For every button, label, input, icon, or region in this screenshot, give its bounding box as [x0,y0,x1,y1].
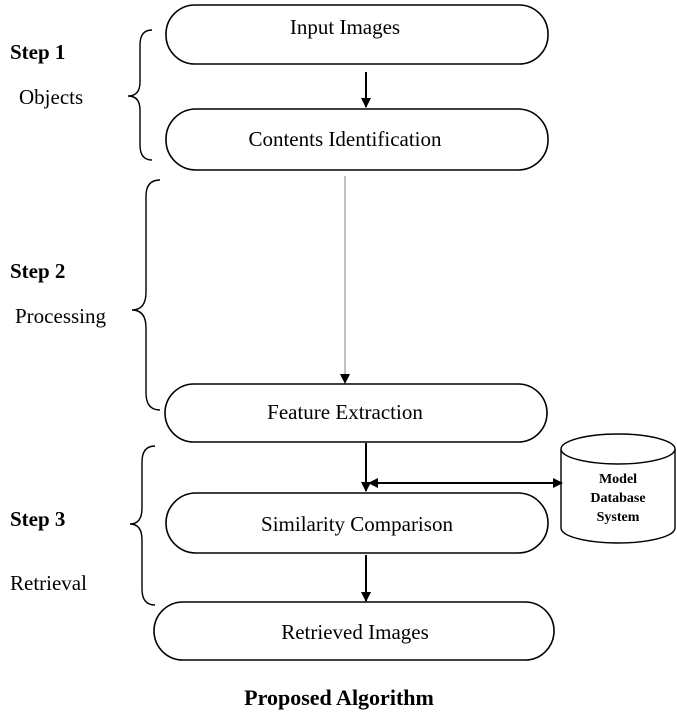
step2-title: Step 2 [10,259,65,283]
node-feature-extraction-label: Feature Extraction [267,400,423,424]
node-similarity-comparison: Similarity Comparison [165,492,549,554]
figure-caption: Proposed Algorithm [244,685,434,710]
node-retrieved-images: Retrieved Images [153,601,555,661]
node-feature-extraction: Feature Extraction [164,383,548,443]
node-contents-identification-label: Contents Identification [248,127,442,151]
database-label-line3: System [597,510,640,525]
step2-subtitle: Processing [15,304,106,328]
step3-subtitle: Retrieval [10,571,87,595]
node-input-images: Input Images [165,4,549,65]
step3-bracket [129,445,156,606]
node-contents-identification: Contents Identification [165,108,549,171]
model-database-cylinder: Model Database System [560,433,676,544]
database-label-line1: Model [599,472,637,487]
step1-title: Step 1 [10,40,65,64]
node-retrieved-images-label: Retrieved Images [281,620,429,644]
node-similarity-comparison-label: Similarity Comparison [261,512,453,536]
database-label-line2: Database [590,491,645,506]
node-input-images-label: Input Images [290,15,400,39]
step3-title: Step 3 [10,507,65,531]
step1-bracket [127,29,153,161]
step2-bracket [131,179,161,411]
step1-subtitle: Objects [19,85,83,109]
